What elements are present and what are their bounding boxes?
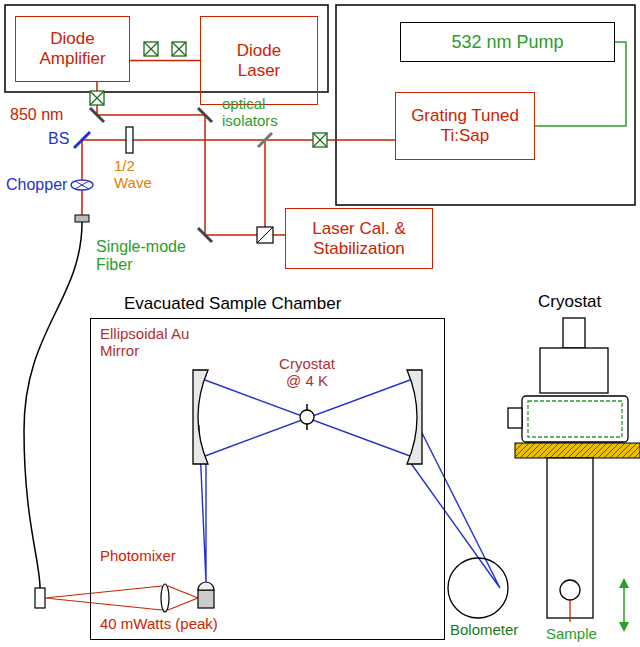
calibration-beam	[265, 140, 285, 235]
component-label: optical isolators	[222, 96, 302, 129]
pickoff-mirror	[258, 133, 272, 147]
laser-box: Grating Tuned Ti:Sap	[395, 92, 535, 160]
cryostat-neck	[563, 318, 585, 348]
fiber-coupler	[75, 215, 89, 222]
diode-housing	[5, 5, 328, 92]
power-label: 40 mWatts (peak)	[100, 616, 218, 633]
cryostat-port	[508, 408, 522, 428]
fiber-end	[35, 588, 45, 608]
component-label: Cryostat @ 4 K	[274, 356, 340, 390]
isolator-body	[90, 91, 104, 105]
wavelength-label: 850 nm	[10, 106, 63, 124]
component-label: Cryostat	[538, 292, 601, 311]
optical-fiber	[24, 222, 82, 588]
terahertz-beam	[199, 380, 500, 588]
box-text: Grating Tuned Ti:Sap	[404, 106, 526, 145]
leader-line	[569, 600, 570, 622]
box-text: Diode Laser	[223, 41, 295, 80]
component-label: BS	[48, 130, 69, 148]
box-heading: Evacuated Sample Chamber	[124, 294, 341, 314]
optical-isolator	[313, 133, 327, 147]
mounting-plate	[515, 443, 640, 458]
sample-stick	[547, 458, 593, 618]
isolator-cross	[144, 42, 158, 56]
cryostat-head	[540, 348, 608, 393]
component-label: 1/2 Wave	[114, 158, 158, 192]
motion-arrow-head	[619, 622, 629, 632]
isolator-cross	[90, 91, 104, 105]
chopper-blade	[75, 181, 89, 189]
polarizing-cube	[257, 227, 273, 243]
pump-box: 532 nm Pump	[400, 22, 615, 62]
isolator-body	[313, 133, 327, 147]
isolator-body	[144, 42, 158, 56]
component-label: Bolometer	[450, 622, 518, 639]
box-text: Laser Cal. & Stabilization	[294, 219, 424, 258]
mirror	[90, 108, 104, 122]
component-label: Ellipsoidal Au Mirror	[100, 326, 190, 360]
component-label: Photomixer	[100, 548, 176, 565]
beam-splitter	[74, 132, 90, 148]
optical-isolator	[172, 42, 186, 56]
chopper-wheel	[71, 180, 93, 190]
ellipsoidal-mirror	[407, 370, 422, 464]
optical-isolator	[144, 42, 158, 56]
sample-symbol	[560, 580, 580, 600]
bolometer-symbol	[448, 558, 508, 618]
motion-arrow	[623, 584, 625, 626]
photomixer-chip	[198, 590, 214, 608]
laser-beam	[130, 60, 200, 62]
optical-isolator	[90, 91, 104, 105]
box-text: Diode Amplifier	[24, 29, 121, 68]
ti-sapphire-housing	[336, 5, 635, 205]
silicon-lens	[198, 582, 214, 590]
component-label: Single-mode Fiber	[96, 238, 196, 274]
laser-box: Diode Laser	[200, 16, 318, 105]
cryostat-body	[522, 396, 628, 442]
isolator-cross	[313, 133, 327, 147]
motion-arrow-head	[619, 578, 629, 588]
cryostat-shield	[528, 401, 622, 437]
isolator-body	[172, 42, 186, 56]
amplifier-box: Diode Amplifier	[15, 16, 130, 82]
mirror	[198, 228, 212, 242]
focusing-lens	[161, 584, 169, 612]
ellipsoidal-mirror	[193, 370, 208, 464]
mirror	[198, 108, 212, 122]
polarizing-cube	[257, 227, 273, 243]
focusing-rays	[45, 586, 198, 610]
isolator-cross	[172, 42, 186, 56]
pump-beam	[535, 42, 626, 126]
half-wave-plate	[126, 127, 133, 153]
component-label: Chopper	[6, 176, 67, 194]
sample-cryostat	[300, 410, 314, 424]
sample-chamber: Evacuated Sample Chamber	[90, 318, 445, 640]
component-label: Sample	[546, 626, 597, 643]
box-text: 532 nm Pump	[451, 32, 563, 53]
calibration-box: Laser Cal. & Stabilization	[285, 208, 433, 269]
